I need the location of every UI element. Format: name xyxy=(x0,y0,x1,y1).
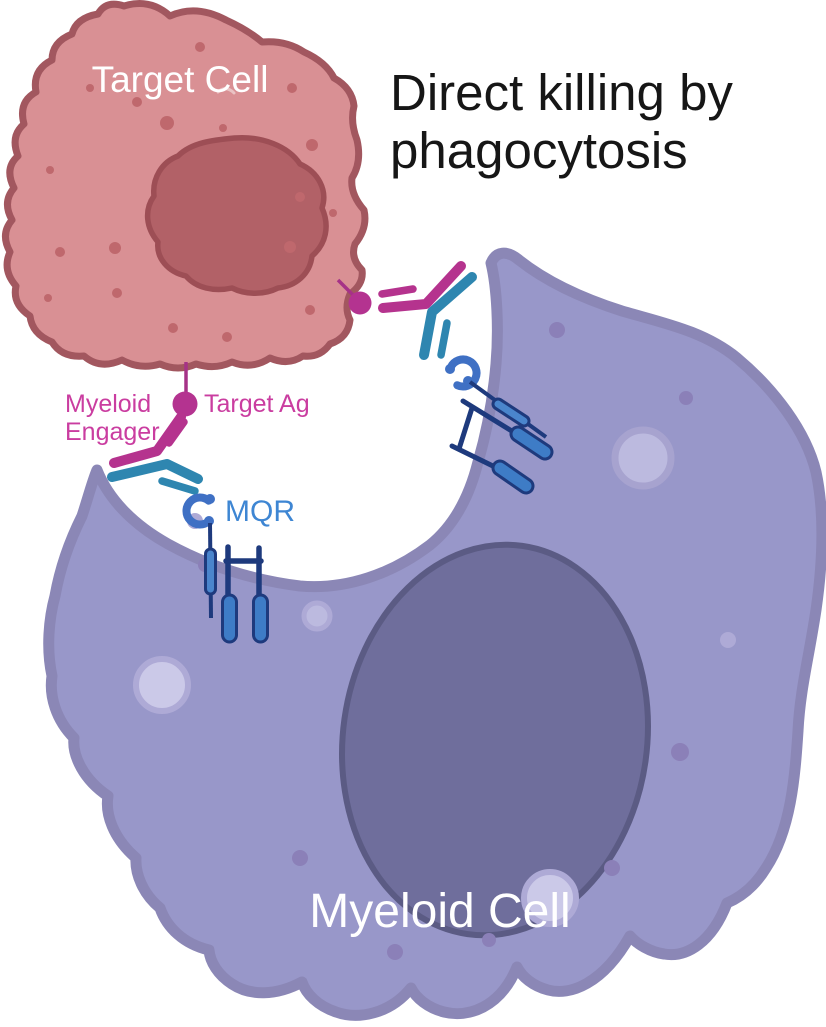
texture-dot xyxy=(132,97,142,107)
receptor-hook xyxy=(182,493,213,529)
texture-dot xyxy=(292,850,308,866)
texture-dot xyxy=(219,124,227,132)
target-ag-label: Target Ag xyxy=(204,390,310,418)
texture-dot xyxy=(44,294,52,302)
engager-anti-target-fab-icon xyxy=(109,412,188,468)
fab-arm xyxy=(378,261,466,313)
engager-complex-right xyxy=(336,261,554,495)
vesicle-icon xyxy=(611,426,675,490)
receptor-hook-knob xyxy=(205,494,215,504)
receptor-stalk-pill xyxy=(494,400,528,425)
fab-arm xyxy=(107,459,203,484)
engager-anti-target-fab-icon xyxy=(378,261,466,313)
tm-pill xyxy=(512,428,551,458)
texture-dot xyxy=(168,323,178,333)
signaling-chains xyxy=(449,398,518,471)
texture-dot xyxy=(55,247,65,257)
texture-dot xyxy=(284,241,296,253)
texture-dot xyxy=(305,305,315,315)
page-title-line2: phagocytosis xyxy=(390,122,688,179)
transmembrane-domains xyxy=(491,425,554,495)
texture-dot xyxy=(482,933,496,947)
mqr-receptor-icon xyxy=(182,493,269,644)
transmembrane-domains xyxy=(221,593,269,644)
myeloid-cell xyxy=(43,247,826,1021)
texture-dot xyxy=(387,944,403,960)
signaling-chains xyxy=(223,544,264,598)
fab-arm-short xyxy=(165,418,188,447)
texture-dot xyxy=(295,192,305,202)
fab-arm xyxy=(419,272,477,360)
target-antigen-icon xyxy=(348,291,372,315)
highlight-arc-icon xyxy=(216,87,236,95)
target-cell-label: Target Cell xyxy=(92,59,269,100)
fab-arm xyxy=(109,412,186,468)
texture-dot xyxy=(671,743,689,761)
target-cell-texture-dots xyxy=(44,42,337,342)
texture-dot xyxy=(287,83,297,93)
texture-dot xyxy=(86,84,94,92)
myeloid-engager-label-line1: Myeloid xyxy=(65,390,151,418)
engager-anti-mqr-fab-icon xyxy=(419,272,477,360)
texture-dot xyxy=(720,632,736,648)
vesicle-icon xyxy=(301,600,333,632)
vesicle-icon xyxy=(521,869,579,927)
texture-dot xyxy=(160,116,174,130)
texture-dot xyxy=(679,391,693,405)
tm-pill xyxy=(494,462,532,492)
target-cell-nucleus xyxy=(144,135,329,296)
receptor-hook-knob xyxy=(445,364,455,374)
texture-dot xyxy=(329,209,337,217)
myeloid-engager-label-line2: Engager xyxy=(65,418,160,446)
texture-dot xyxy=(109,242,121,254)
target-antigen-icon xyxy=(172,391,198,417)
fab-arm-short xyxy=(378,285,417,298)
texture-dot xyxy=(549,322,565,338)
texture-dot xyxy=(46,166,54,174)
texture-dot xyxy=(604,860,620,876)
texture-dot xyxy=(195,42,205,52)
texture-dot xyxy=(222,332,232,342)
mqr-receptor-icon xyxy=(445,355,554,495)
myeloid-vesicles xyxy=(133,426,675,927)
mqr-label: MQR xyxy=(225,495,295,528)
fab-arm-short xyxy=(158,477,199,495)
target-cell xyxy=(2,0,369,372)
fab-arm-short xyxy=(437,319,451,359)
texture-dot xyxy=(112,288,122,298)
antigen-stem xyxy=(336,278,356,298)
chain-crossbar xyxy=(456,405,475,452)
receptor-hook xyxy=(446,355,481,391)
myeloid-cell-label: Myeloid Cell xyxy=(309,885,570,938)
page-title-line1: Direct killing by xyxy=(390,64,733,121)
myeloid-nucleus xyxy=(339,541,651,939)
texture-dot xyxy=(306,139,318,151)
vesicle-icon xyxy=(133,656,191,714)
engager-anti-mqr-fab-icon xyxy=(107,459,203,495)
engager-complex-left xyxy=(107,362,269,644)
